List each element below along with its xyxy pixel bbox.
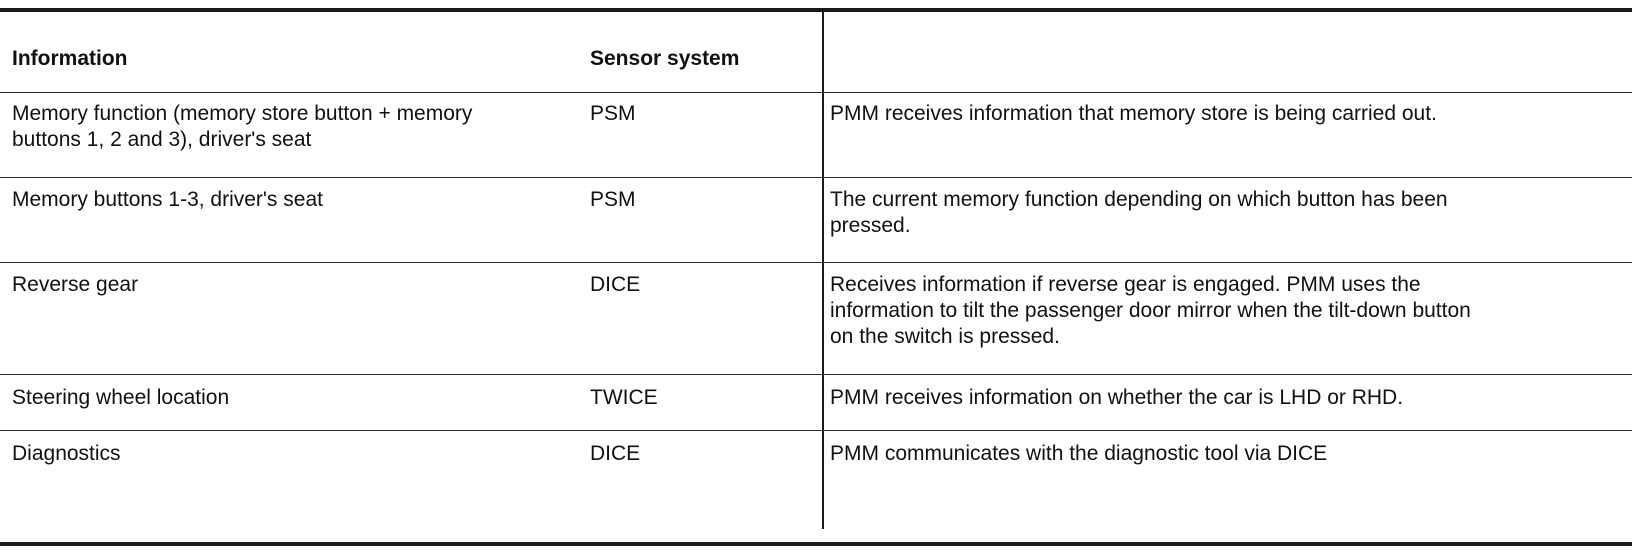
- row-sensor: PSM: [590, 188, 636, 211]
- row-rule: [0, 262, 1632, 263]
- row-sensor: TWICE: [590, 386, 658, 409]
- row-rule: [0, 374, 1632, 375]
- row-information-line: Diagnostics: [12, 442, 121, 465]
- row-description-line: pressed.: [830, 214, 911, 237]
- row-sensor: PSM: [590, 102, 636, 125]
- row-description-line: Receives information if reverse gear is …: [830, 273, 1421, 296]
- row-information-line: Reverse gear: [12, 273, 139, 296]
- row-description-line: on the switch is pressed.: [830, 325, 1060, 348]
- row-description-line: information to tilt the passenger door m…: [830, 299, 1471, 322]
- column-divider: [822, 12, 824, 529]
- table-bottom-rule: [0, 542, 1632, 546]
- row-information-line: Steering wheel location: [12, 386, 230, 409]
- row-rule: [0, 177, 1632, 178]
- header-rule: [0, 92, 1632, 93]
- row-description-line: PMM receives information on whether the …: [830, 386, 1404, 409]
- row-description-line: PMM communicates with the diagnostic too…: [830, 442, 1328, 465]
- row-description-line: The current memory function depending on…: [830, 188, 1448, 211]
- row-sensor: DICE: [590, 273, 641, 296]
- row-information-line: Memory buttons 1-3, driver's seat: [12, 188, 323, 211]
- row-information-line: buttons 1, 2 and 3), driver's seat: [12, 128, 312, 151]
- row-description-line: PMM receives information that memory sto…: [830, 102, 1437, 125]
- header-sensor-system: Sensor system: [590, 47, 740, 70]
- row-sensor: DICE: [590, 442, 641, 465]
- table-top-rule: [0, 8, 1632, 12]
- row-rule: [0, 430, 1632, 431]
- header-information: Information: [12, 47, 128, 70]
- row-information-line: Memory function (memory store button + m…: [12, 102, 473, 125]
